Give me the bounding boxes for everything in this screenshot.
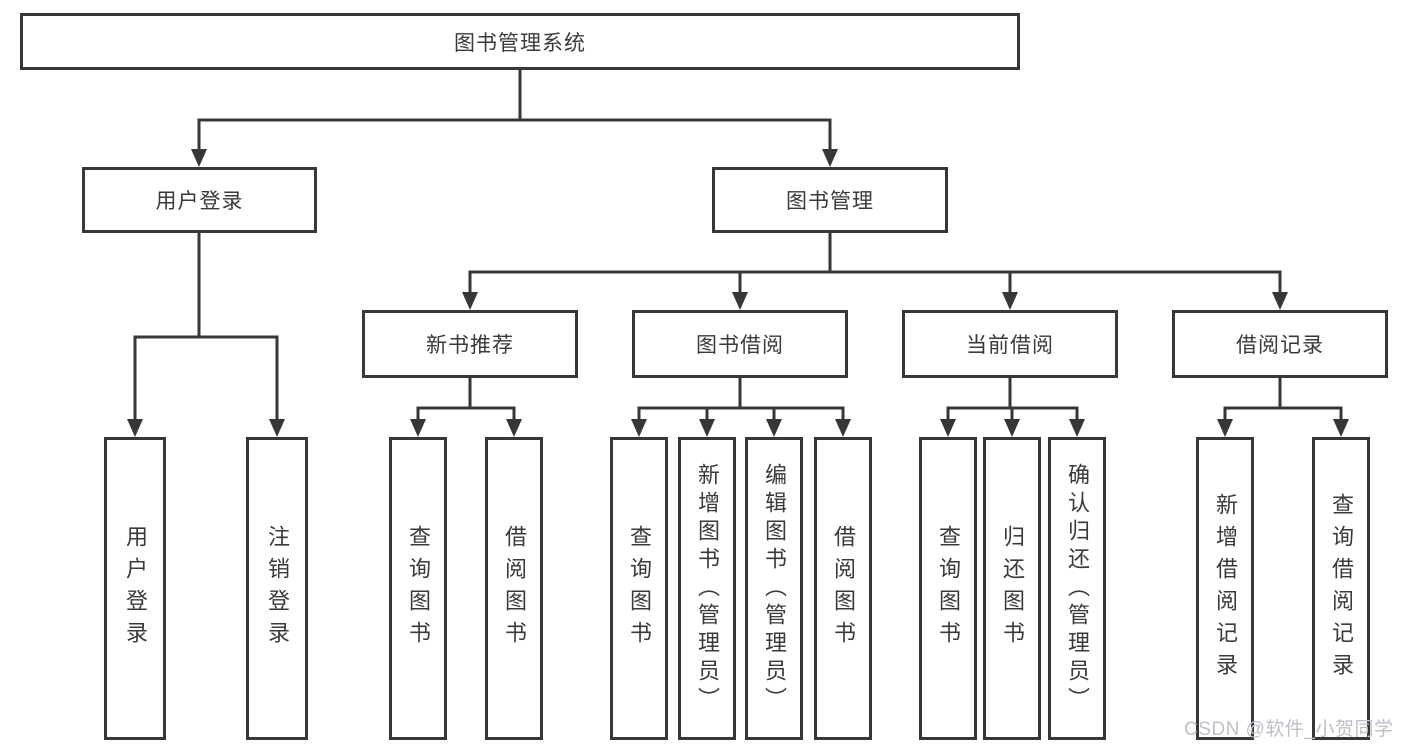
csdn-watermark: CSDN @软件_小贺同学: [1184, 719, 1394, 740]
arrowheads: [127, 149, 1349, 437]
leaf-edit-book-admin-label: 编辑图书（管理员）: [762, 462, 787, 715]
leaf-borrow-book: 借阅图书: [814, 437, 872, 740]
leaf-return-book-label: 归还图书: [1000, 524, 1025, 653]
node-current-borrow: 当前借阅: [902, 310, 1118, 378]
node-root-system: 图书管理系统: [20, 13, 1020, 70]
leaf-confirm-return-admin: 确认归还（管理员）: [1048, 437, 1106, 740]
leaf-add-borrow-record: 新增借阅记录: [1196, 437, 1254, 740]
leaf-borrow-books-recommend-label: 借阅图书: [502, 524, 527, 653]
node-borrow-records: 借阅记录: [1172, 310, 1388, 378]
leaf-query-books-recommend: 查询图书: [389, 437, 447, 740]
leaf-add-book-admin: 新增图书（管理员）: [678, 437, 736, 740]
leaf-user-login-label: 用户登录: [123, 524, 148, 653]
leaf-confirm-return-admin-label: 确认归还（管理员）: [1065, 462, 1090, 715]
leaf-borrow-books-recommend: 借阅图书: [485, 437, 543, 740]
node-new-book-recommend: 新书推荐: [362, 310, 578, 378]
leaf-logout: 注销登录: [246, 437, 308, 740]
leaf-query-books-current-label: 查询图书: [936, 524, 961, 653]
leaf-add-book-admin-label: 新增图书（管理员）: [695, 462, 720, 715]
leaf-query-books-recommend-label: 查询图书: [406, 524, 431, 653]
leaf-query-borrow-record-label: 查询借阅记录: [1329, 492, 1354, 685]
leaf-query-borrow-record: 查询借阅记录: [1312, 437, 1370, 740]
node-book-management: 图书管理: [712, 167, 948, 233]
leaf-user-login: 用户登录: [104, 437, 166, 740]
leaf-query-books-borrow-label: 查询图书: [627, 524, 652, 653]
node-book-borrow: 图书借阅: [632, 310, 848, 378]
leaf-edit-book-admin: 编辑图书（管理员）: [745, 437, 803, 740]
leaf-borrow-book-label: 借阅图书: [831, 524, 856, 653]
leaf-add-borrow-record-label: 新增借阅记录: [1213, 492, 1238, 685]
leaf-query-books-borrow: 查询图书: [610, 437, 668, 740]
node-user-login: 用户登录: [82, 167, 317, 233]
leaf-return-book: 归还图书: [983, 437, 1041, 740]
leaf-query-books-current: 查询图书: [919, 437, 977, 740]
leaf-logout-label: 注销登录: [265, 524, 290, 653]
